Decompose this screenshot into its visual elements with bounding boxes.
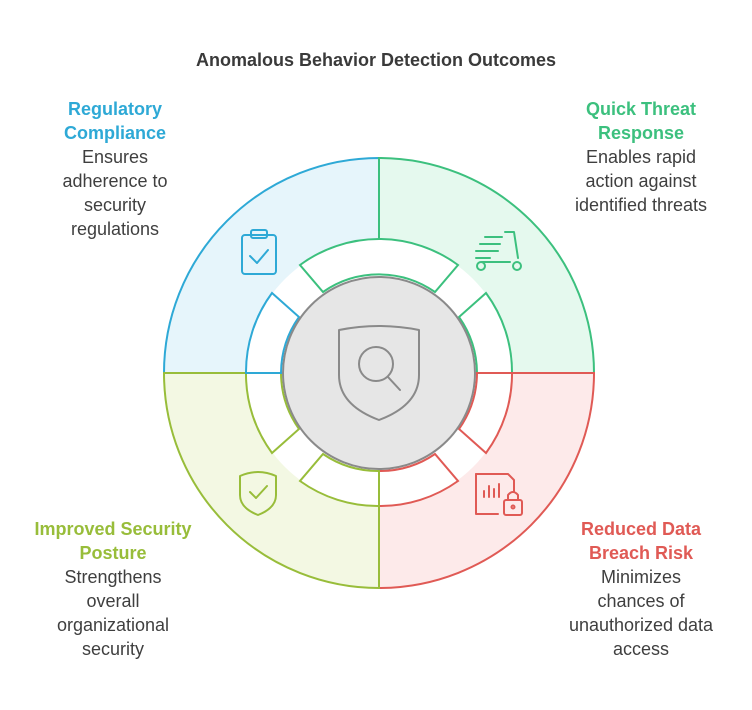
inner-arc-regulatory-left: [244, 291, 301, 374]
locked-report-icon: [475, 473, 523, 516]
heading-breach: Reduced Data Breach Risk: [531, 517, 751, 565]
diagram-title: Anomalous Behavior Detection Outcomes: [195, 50, 557, 70]
label-threat: Quick Threat Response Enables rapid acti…: [531, 97, 751, 217]
shield-search-icon: [338, 325, 420, 421]
description-posture: Strengthens overall organizational secur…: [3, 565, 223, 661]
description-line: action against: [585, 171, 697, 191]
description-line: access: [612, 639, 670, 659]
heading-line: Posture: [79, 543, 147, 563]
heading-line: Breach Risk: [588, 543, 694, 563]
shield-check-icon: [239, 471, 277, 516]
description-line: Enables rapid: [585, 147, 697, 167]
description-line: adherence to: [62, 171, 168, 191]
description-line: Strengthens: [64, 567, 162, 587]
description-regulatory: Ensures adherence to security regulation…: [5, 145, 225, 241]
center-circle: [282, 276, 476, 470]
description-line: security: [81, 639, 144, 659]
heading-line: Improved Security: [34, 519, 192, 539]
scooter-icon: [475, 231, 522, 271]
heading-line: Quick Threat: [585, 99, 697, 119]
description-line: security: [83, 195, 146, 215]
description-line: Ensures: [81, 147, 149, 167]
heading-line: Regulatory: [67, 99, 163, 119]
heading-line: Compliance: [63, 123, 167, 143]
inner-arc-threat: [298, 237, 460, 294]
label-breach: Reduced Data Breach Risk Minimizes chanc…: [531, 517, 751, 661]
inner-arc-breach-right: [457, 372, 514, 455]
clipboard-check-icon: [241, 229, 277, 275]
description-line: Minimizes: [600, 567, 681, 587]
heading-line: Response: [597, 123, 685, 143]
heading-regulatory: Regulatory Compliance: [5, 97, 225, 145]
heading-line: Reduced Data: [580, 519, 702, 539]
label-posture: Improved Security Posture Strengthens ov…: [3, 517, 223, 661]
description-line: regulations: [70, 219, 160, 239]
label-regulatory: Regulatory Compliance Ensures adherence …: [5, 97, 225, 241]
description-line: unauthorized data: [568, 615, 714, 635]
inner-arc-posture-bottom: [298, 452, 380, 508]
description-threat: Enables rapid action against identified …: [531, 145, 751, 217]
description-line: identified threats: [574, 195, 708, 215]
heading-threat: Quick Threat Response: [531, 97, 751, 145]
description-breach: Minimizes chances of unauthorized data a…: [531, 565, 751, 661]
description-line: chances of: [597, 591, 685, 611]
heading-posture: Improved Security Posture: [3, 517, 223, 565]
description-line: organizational: [56, 615, 170, 635]
description-line: overall: [86, 591, 140, 611]
